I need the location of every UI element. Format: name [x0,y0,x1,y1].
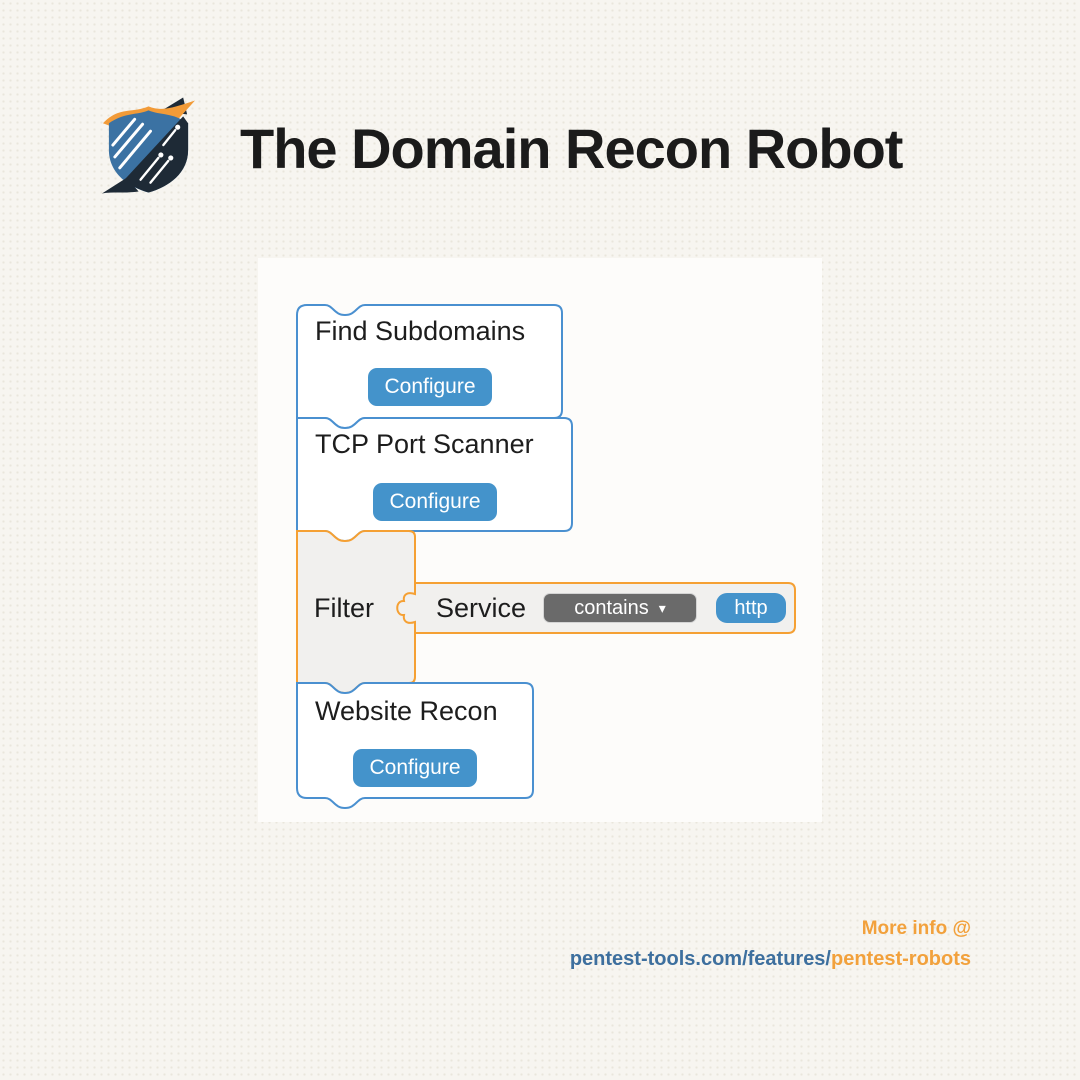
footer-url-prefix: pentest-tools.com/features/ [569,947,831,970]
footer: More info @ pentest-tools.com/features/p… [570,915,971,974]
logo-circuit-lines [139,128,177,184]
block-label-find-subdomains: Find Subdomains [315,316,526,346]
workflow-blocks-layer [296,304,796,810]
condition-operator-dropdown[interactable]: contains ▾ [543,593,697,623]
header: The Domain Recon Robot [0,0,1080,220]
block-label-filter: Filter [314,593,374,623]
condition-value-input[interactable]: http [716,593,786,623]
configure-button-tcp-port-scanner[interactable]: Configure [373,483,497,521]
configure-button-website-recon[interactable]: Configure [353,749,477,787]
logo-stripes [111,117,152,170]
block-label-website-recon: Website Recon [315,696,498,726]
logo-circuit-dots [158,124,181,161]
footer-more-info: More info @ [861,918,971,939]
configure-button-find-subdomains[interactable]: Configure [368,368,492,406]
shield-logo-icon [101,97,196,194]
workflow-canvas[interactable]: Find Subdomains Configure TCP Port Scann… [258,258,822,822]
condition-operator-value: contains [574,596,649,619]
block-label-tcp-port-scanner: TCP Port Scanner [315,429,534,459]
logo-tail [101,177,139,194]
footer-url: pentest-tools.com/features/pentest-robot… [570,944,971,974]
condition-field-label: Service [436,593,527,623]
chevron-down-icon: ▾ [658,600,666,616]
footer-url-highlight: pentest-robots [831,947,971,970]
page-title: The Domain Recon Robot [240,117,903,180]
